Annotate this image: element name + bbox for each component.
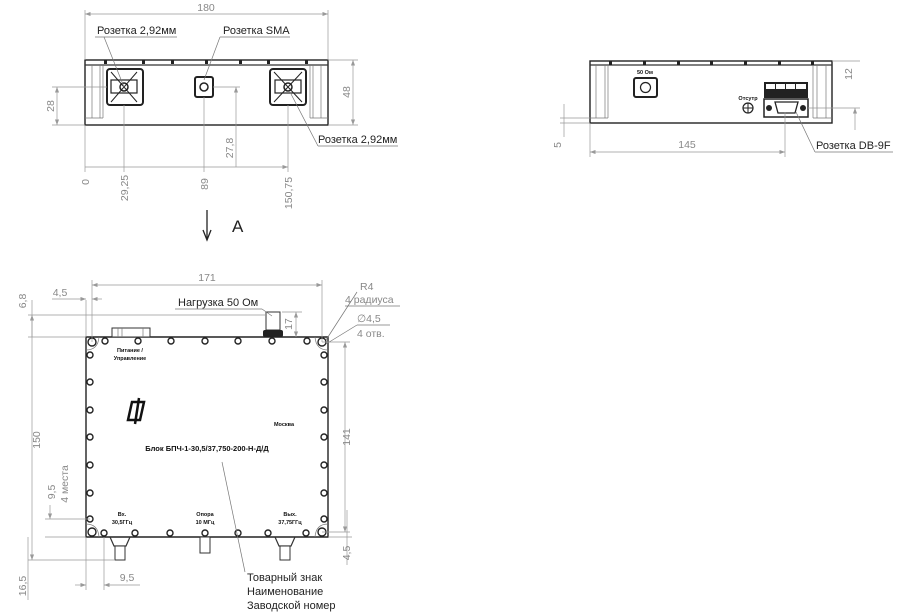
dim-5: 5 <box>552 142 564 148</box>
db9-connector <box>763 98 809 118</box>
pin-table <box>764 82 808 98</box>
dim-side-count: 4 места <box>59 465 71 503</box>
label-ref-1: Опора <box>196 512 214 518</box>
screws <box>86 337 328 537</box>
corner-radius: R4 <box>360 281 374 293</box>
dim-4-5-top: 4,5 <box>53 287 68 299</box>
label-input-1: Вх. <box>118 512 127 518</box>
dim-9-5-side: 9,5 <box>46 485 58 500</box>
dim-x3: 150,75 <box>283 177 295 209</box>
hole-count: 4 отв. <box>357 328 385 340</box>
dim-12: 12 <box>843 68 855 80</box>
connector-2-92-left <box>106 68 144 106</box>
dim-9-5-bottom: 9,5 <box>120 572 135 584</box>
dim-16-5: 16,5 <box>17 576 29 597</box>
label-load: Нагрузка 50 Ом <box>178 297 258 309</box>
dim-x0: 0 <box>80 179 92 185</box>
bottom-view: Питание / Управление Москва Блок БПЧ-1-3… <box>17 272 400 612</box>
label-input-2: 30,5ГГц <box>112 520 133 526</box>
dim-27-8: 27,8 <box>224 138 236 159</box>
dim-180: 180 <box>197 2 215 14</box>
view-label: A <box>232 217 244 236</box>
dim-4-5-bottom: 4,5 <box>341 546 353 561</box>
note-trademark: Товарный знак <box>247 572 322 584</box>
label-connector-left: Розетка 2,92мм <box>97 25 176 37</box>
connector-2-92-right <box>269 68 307 106</box>
label-connector-sma: Розетка SMA <box>223 25 290 37</box>
label-power-2: Управление <box>114 356 147 362</box>
dim-17: 17 <box>283 318 295 330</box>
bottom-connectors <box>109 536 296 561</box>
hole-diameter: ∅4,5 <box>357 313 381 325</box>
label-output-1: Вых. <box>283 512 297 518</box>
label-city: Москва <box>274 422 295 428</box>
power-connector <box>111 327 151 338</box>
side-view: 50 Ом Отсутр 12 5 145 Розетка DB-9F <box>552 60 893 157</box>
ground-terminal-icon <box>742 102 754 114</box>
right-flange <box>309 65 328 119</box>
dim-6-8: 6,8 <box>17 294 29 309</box>
note-serial: Заводской номер <box>247 600 336 612</box>
label-connector-right: Розетка 2,92мм <box>318 134 397 146</box>
front-view: Розетка 2,92мм Розетка SMA Розетка 2,92м… <box>45 2 398 209</box>
dim-141: 141 <box>341 428 353 446</box>
dim-171: 171 <box>198 272 216 284</box>
left-flange <box>85 65 104 119</box>
dim-150: 150 <box>31 431 43 449</box>
label-load-50-ohm: 50 Ом <box>637 70 653 76</box>
dim-x1: 29,25 <box>119 175 131 201</box>
company-logo <box>126 397 146 425</box>
note-name: Наименование <box>247 586 323 598</box>
label-output-2: 37,75ГГц <box>278 520 302 526</box>
label-power-1: Питание / <box>117 348 143 354</box>
dim-x2: 89 <box>199 178 211 190</box>
view-arrow-a: A <box>202 210 244 242</box>
dim-28: 28 <box>45 100 57 112</box>
label-ground: Отсутр <box>738 96 758 102</box>
dim-145: 145 <box>678 139 696 151</box>
load-connector <box>633 77 658 98</box>
product-name: Блок БПЧ-1-30,5/37,750-200-Н-Д/Д <box>145 444 269 453</box>
load-connector-top <box>263 311 283 337</box>
label-ref-2: 10 МГц <box>196 520 215 526</box>
label-db9: Розетка DB-9F <box>816 140 891 152</box>
dim-48: 48 <box>341 86 353 98</box>
corner-radius-count: 4 радиуса <box>345 294 394 306</box>
